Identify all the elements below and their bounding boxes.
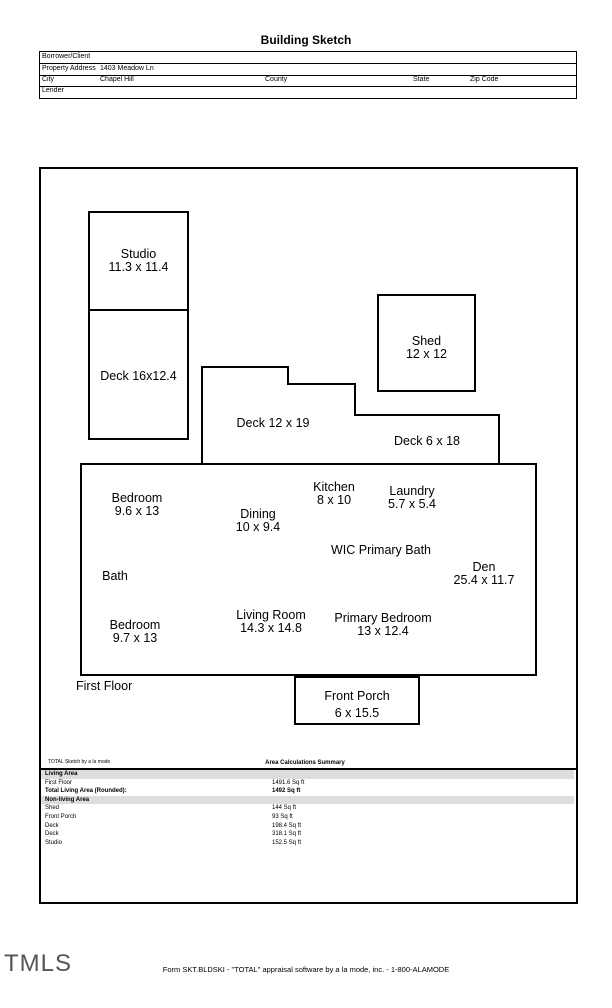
borrower-row: Borrower/Client [40,52,576,64]
first-floor-label: First Floor [76,679,133,693]
shed-name: Shed [411,334,442,348]
table-row: First Floor 1491.6 Sq ft [45,779,305,786]
bedroom1-dims: 9.6 x 13 [114,504,160,518]
wic-bath-label: WIC Primary Bath [330,543,431,557]
dining-label: Dining 10 x 9.4 [218,508,298,534]
front-porch-label: Front Porch 6 x 15.5 [294,688,420,722]
deck-left-box [88,309,189,440]
first-floor-box [80,463,537,676]
deck-12x19-label: Deck 12 x 19 [236,416,310,430]
bedroom2-label: Bedroom 9.7 x 13 [94,619,176,645]
dining-name: Dining [240,507,276,521]
state-label: State [413,76,430,83]
deck-left-label: Deck 16x12.4 [100,369,177,383]
laundry-dims: 5.7 x 5.4 [388,497,436,511]
shed-box [377,294,476,392]
studio-name: Studio [120,247,157,261]
table-row: Studio 152.5 Sq ft [45,839,302,846]
living-area-header: Living Area [41,770,574,779]
area-calculations: Living Area First Floor 1491.6 Sq ft Tot… [41,770,574,847]
sketch-frame [39,167,578,904]
primary-bedroom-label: Primary Bedroom 13 x 12.4 [322,612,444,638]
bedroom2-name: Bedroom [109,618,161,632]
city-row: City Chapel Hill County State Zip Code [40,75,576,87]
table-row: Total Living Area (Rounded): 1492 Sq ft [45,788,301,795]
living-room-dims: 14.3 x 14.8 [240,621,302,635]
shed-label: Shed 12 x 12 [377,335,476,361]
front-porch-name: Front Porch [324,689,390,703]
lender-label: Lender [42,87,64,94]
primary-bedroom-dims: 13 x 12.4 [357,624,409,638]
studio-dims: 11.3 x 11.4 [108,260,169,274]
front-porch-dims: 6 x 15.5 [334,706,380,720]
summary-divider [41,768,576,770]
page-title: Building Sketch [260,33,352,47]
lender-row: Lender [40,86,576,97]
dining-dims: 10 x 9.4 [235,520,281,534]
table-row: Shed 144 Sq ft [45,805,297,812]
sketch-credit: TOTAL Sketch by a la mode [48,759,111,765]
kitchen-dims: 8 x 10 [316,493,352,507]
living-room-name: Living Room [236,608,306,622]
address-value: 1403 Meadow Ln [100,65,154,72]
nonliving-area-header: Non-living Area [41,795,574,805]
den-label: Den 25.4 x 11.7 [440,561,528,587]
front-porch-box [294,676,420,725]
tmls-logo: TMLS [4,950,73,977]
den-name: Den [472,560,496,574]
bedroom1-name: Bedroom [111,491,163,505]
county-label: County [265,76,288,83]
city-value: Chapel Hill [100,76,134,83]
bath-label: Bath [102,569,128,583]
city-label: City [42,76,55,83]
laundry-name: Laundry [389,484,435,498]
borrower-label: Borrower/Client [42,53,91,60]
shed-dims: 12 x 12 [405,347,447,361]
laundry-label: Laundry 5.7 x 5.4 [376,485,448,511]
form-footer: Form SKT.BLDSKI - "TOTAL" appraisal soft… [162,965,450,974]
studio-label: Studio 11.3 x 11.4 [88,248,189,274]
property-header: Borrower/Client Property Address 1403 Me… [39,51,577,99]
living-room-label: Living Room 14.3 x 14.8 [220,609,322,635]
bedroom1-label: Bedroom 9.6 x 13 [96,492,178,518]
address-label: Property Address [42,65,96,72]
table-row: Deck 198.4 Sq ft [45,822,302,829]
summary-title: Area Calculations Summary [265,760,345,766]
kitchen-name: Kitchen [313,480,355,494]
primary-bedroom-name: Primary Bedroom [334,611,432,625]
zip-label: Zip Code [470,76,499,83]
address-row: Property Address 1403 Meadow Ln [40,64,576,76]
kitchen-label: Kitchen 8 x 10 [300,481,368,507]
bedroom2-dims: 9.7 x 13 [112,631,158,645]
table-row: Front Porch 93 Sq ft [45,813,293,820]
deck-6x18-label: Deck 6 x 18 [393,434,460,448]
den-dims: 25.4 x 11.7 [453,573,515,587]
table-row: Deck 318.1 Sq ft [45,831,302,838]
